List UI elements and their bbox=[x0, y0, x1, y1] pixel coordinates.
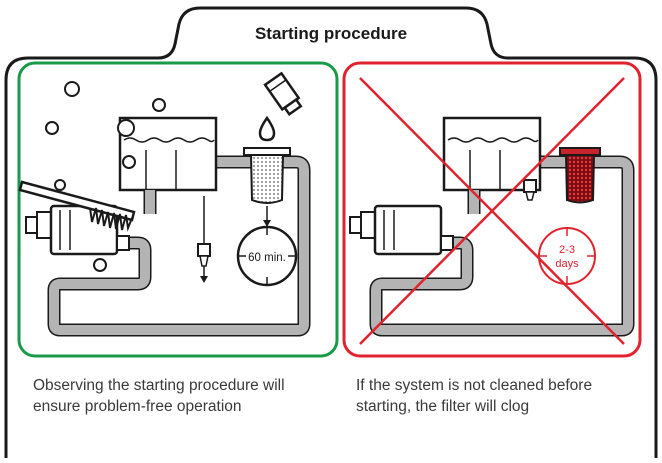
outer-frame bbox=[4, 6, 658, 458]
panel-correct-frame bbox=[17, 61, 339, 358]
filter-clean bbox=[243, 147, 291, 204]
droplet-icon bbox=[258, 115, 276, 142]
bubbles bbox=[45, 81, 166, 272]
tank bbox=[118, 116, 218, 192]
cleaning-bottle-icon bbox=[263, 71, 303, 116]
timer-label: 60 min. bbox=[248, 252, 286, 264]
filter-clogged bbox=[559, 147, 601, 204]
pump bbox=[25, 204, 130, 256]
drain-valve bbox=[197, 243, 211, 267]
timer-2-3-days: 2-3 days bbox=[538, 227, 596, 285]
cleaning-brush-icon bbox=[18, 180, 136, 232]
panel-incorrect-frame bbox=[342, 61, 642, 358]
panel-incorrect: 2-3 days bbox=[342, 61, 642, 358]
panel-correct: 60 min. bbox=[17, 61, 339, 358]
pump-2 bbox=[349, 204, 454, 256]
timer-label-line2: days bbox=[555, 258, 579, 270]
diagram-title: Starting procedure bbox=[255, 24, 407, 43]
timer-label-line1: 2-3 bbox=[559, 244, 575, 256]
caption-correct: Observing the starting procedure will en… bbox=[33, 377, 285, 415]
drain-valve-2 bbox=[523, 179, 537, 201]
timer-60-min: 60 min. bbox=[236, 225, 298, 287]
cross-out-icon bbox=[359, 77, 625, 345]
caption-incorrect: If the system is not cleaned before star… bbox=[356, 377, 593, 415]
